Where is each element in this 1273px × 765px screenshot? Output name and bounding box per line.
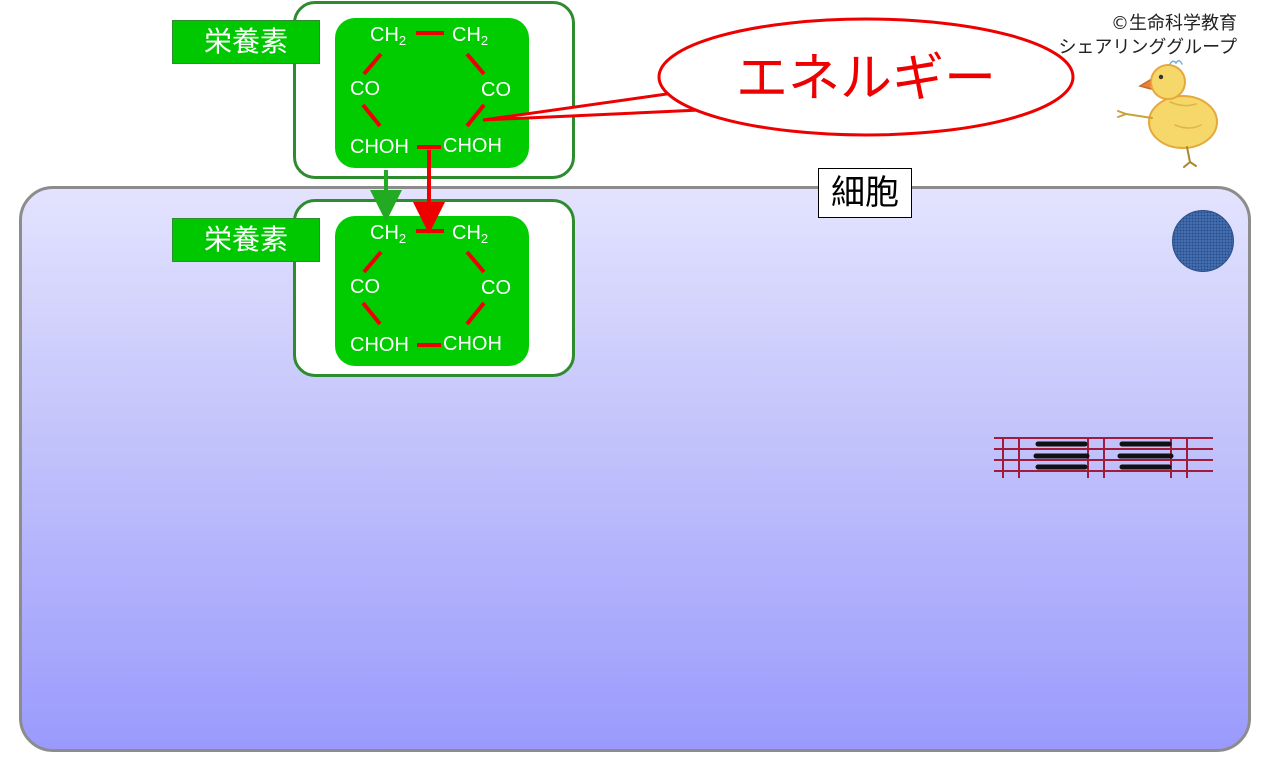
copyright-line1: ©生命科学教育	[1111, 13, 1237, 34]
choh-left-outside: CHOH	[350, 136, 409, 158]
bond	[465, 250, 486, 274]
copyright: ©生命科学教育 シェアリンググループ	[1058, 12, 1237, 60]
energy-label: エネルギー	[736, 49, 996, 109]
choh-left-inside: CHOH	[350, 334, 409, 356]
copyright-line2: シェアリンググループ	[1058, 37, 1237, 58]
choh-right-inside: CHOH	[443, 333, 502, 355]
co-right-inside: CO	[481, 277, 511, 299]
molecule-inside	[335, 216, 529, 366]
energy-callout: エネルギー	[482, 17, 1075, 137]
bond	[361, 103, 382, 128]
bond	[361, 301, 382, 326]
cell-label: 細胞	[818, 168, 912, 218]
bonds-inside	[361, 229, 486, 347]
chick-mascot	[1117, 60, 1218, 168]
ch2-left-outside: CH2	[370, 24, 407, 48]
callout-tail	[482, 88, 701, 122]
callout-bubble	[657, 17, 1075, 137]
ch2-right-inside: CH2	[452, 222, 489, 246]
nucleus	[1172, 210, 1234, 272]
muscle-fiber	[994, 437, 1213, 478]
bond	[362, 250, 383, 274]
ch2-left-inside: CH2	[370, 222, 407, 246]
bonds-outside	[361, 31, 486, 149]
ch2-right-outside: CH2	[452, 24, 489, 48]
bond	[465, 52, 486, 76]
molecule-outside	[335, 18, 529, 168]
co-right-outside: CO	[481, 79, 511, 101]
nutrient-label-inside: 栄養素	[172, 218, 320, 262]
co-left-outside: CO	[350, 78, 380, 100]
nutrient-label-outside: 栄養素	[172, 20, 320, 64]
co-left-inside: CO	[350, 276, 380, 298]
bond	[362, 52, 383, 76]
choh-right-outside: CHOH	[443, 135, 502, 157]
bond	[465, 103, 486, 128]
bond	[465, 301, 486, 326]
